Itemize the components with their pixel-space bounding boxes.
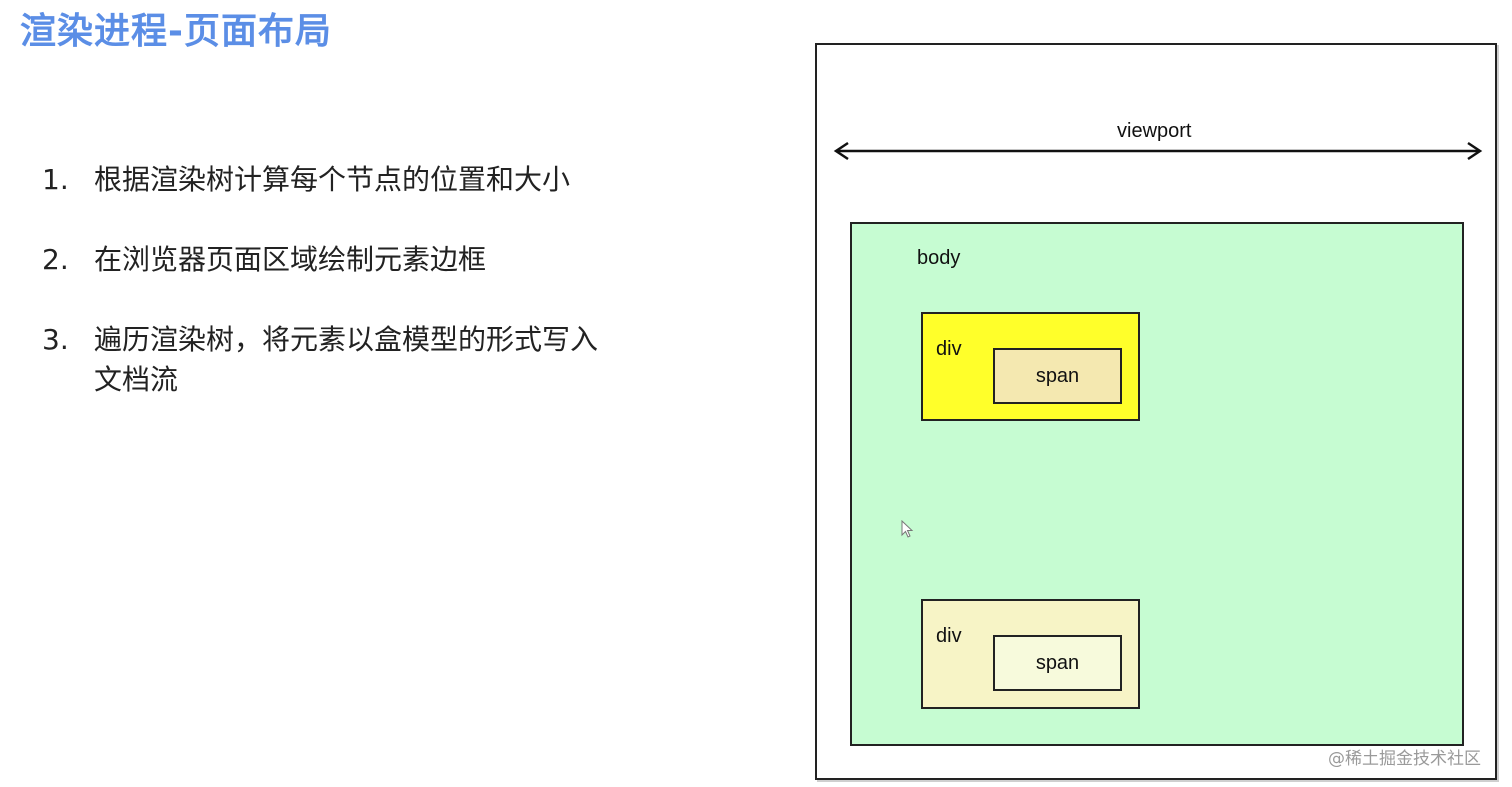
slide-title: 渲染进程-页面布局 [20, 11, 332, 52]
span-box-1: span [993, 348, 1122, 404]
point-item-2: 2. 在浏览器页面区域绘制元素边框 [42, 240, 602, 280]
point-number: 3. [42, 323, 69, 356]
point-item-1: 1. 根据渲染树计算每个节点的位置和大小 [42, 160, 602, 200]
body-label: body [917, 247, 961, 269]
point-text: 根据渲染树计算每个节点的位置和大小 [94, 163, 571, 196]
div-label-2: div [936, 625, 962, 647]
mouse-cursor-icon [901, 520, 914, 538]
viewport-width-arrow [833, 141, 1483, 161]
point-item-3: 3. 遍历渲染树，将元素以盒模型的形式写入文档流 [42, 320, 602, 400]
viewport-label: viewport [1117, 120, 1192, 142]
point-text: 在浏览器页面区域绘制元素边框 [94, 243, 487, 276]
point-text: 遍历渲染树，将元素以盒模型的形式写入文档流 [94, 323, 599, 396]
point-number: 2. [42, 243, 69, 276]
point-list: 1. 根据渲染树计算每个节点的位置和大小 2. 在浏览器页面区域绘制元素边框 3… [42, 160, 602, 400]
span-label-1: span [1035, 364, 1080, 387]
watermark: @稀土掘金技术社区 [1328, 749, 1481, 769]
span-label-2: span [1035, 651, 1080, 674]
div-label-1: div [936, 338, 962, 360]
point-number: 1. [42, 163, 69, 196]
span-box-2: span [993, 635, 1122, 691]
